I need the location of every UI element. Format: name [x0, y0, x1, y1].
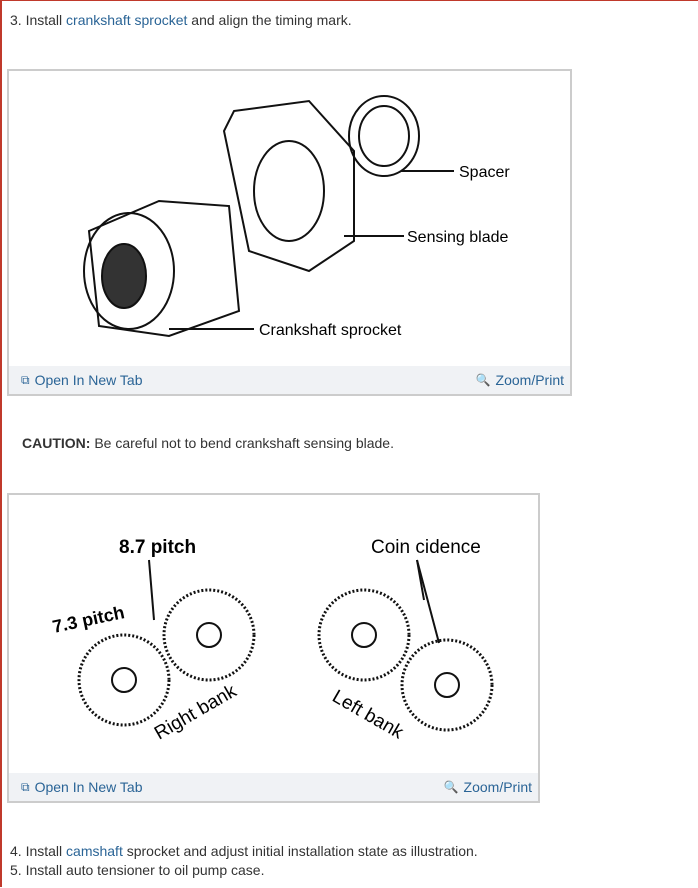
step-4: 4. Install camshaft sprocket and adjust …	[10, 843, 478, 859]
label-right-bank: Right bank	[151, 680, 241, 744]
caution-text: Be careful not to bend crankshaft sensin…	[90, 435, 394, 451]
label-7-3-pitch: 7.3 pitch	[51, 602, 127, 637]
zoom-label: Zoom/Print	[495, 372, 564, 388]
step-text: 3. Install	[10, 12, 67, 28]
crankshaft-illustration: Spacer Sensing blade Crankshaft sprocket	[83, 95, 510, 339]
zoom-label: Zoom/Print	[463, 779, 532, 795]
camshaft-illustration: 8.7 pitch 7.3 pitch Right bank Coin cide…	[51, 537, 494, 744]
open-label: Open In New Tab	[34, 372, 143, 388]
step-text: sprocket and adjust initial installation…	[122, 843, 478, 859]
step-5: 5. Install auto tensioner to oil pump ca…	[10, 862, 265, 878]
zoom-print-button[interactable]: 🔍 Zoom/Print	[444, 779, 532, 795]
figure-crankshaft: Spacer Sensing blade Crankshaft sprocket…	[7, 69, 572, 396]
label-crankshaft-sprocket: Crankshaft sprocket	[259, 322, 402, 339]
label-left-bank: Left bank	[329, 686, 408, 744]
label-coincidence: Coin cidence	[371, 537, 481, 558]
zoom-in-icon: 🔍	[443, 780, 459, 794]
caution-label: CAUTION:	[22, 435, 91, 451]
open-label: Open In New Tab	[34, 779, 143, 795]
label-spacer: Spacer	[459, 164, 510, 181]
label-8-7-pitch: 8.7 pitch	[119, 537, 196, 558]
figure-camshaft: 8.7 pitch 7.3 pitch Right bank Coin cide…	[7, 493, 540, 803]
open-new-tab-icon: ⧉	[21, 372, 30, 387]
step-3: 3. Install crankshaft sprocket and align…	[10, 12, 352, 28]
zoom-print-button[interactable]: 🔍 Zoom/Print	[476, 372, 564, 388]
camshaft-link[interactable]: camshaft	[66, 843, 123, 859]
figure-toolbar: ⧉ Open In New Tab 🔍 Zoom/Print	[9, 366, 570, 394]
step-text: and align the timing mark.	[187, 12, 352, 28]
open-new-tab-button[interactable]: ⧉ Open In New Tab	[21, 779, 143, 795]
caution-note: CAUTION: Be careful not to bend cranksha…	[22, 435, 394, 451]
label-sensing-blade: Sensing blade	[407, 229, 509, 246]
crankshaft-sprocket-link[interactable]: crankshaft sprocket	[66, 12, 188, 28]
zoom-in-icon: 🔍	[475, 373, 491, 387]
open-new-tab-icon: ⧉	[21, 779, 30, 794]
open-new-tab-button[interactable]: ⧉ Open In New Tab	[21, 372, 143, 388]
step-text: 4. Install	[10, 843, 67, 859]
figure-toolbar: ⧉ Open In New Tab 🔍 Zoom/Print	[9, 773, 538, 801]
